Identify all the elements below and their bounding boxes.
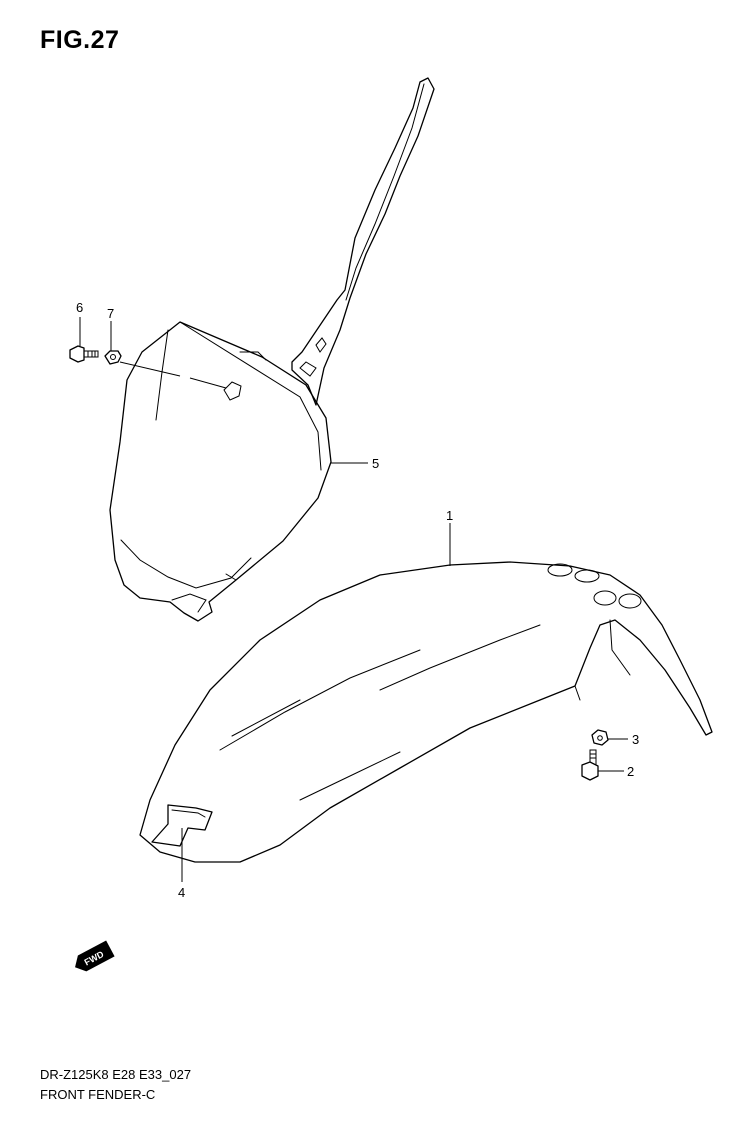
callout-5: 5 (372, 456, 379, 471)
figure-title: FIG.27 (40, 26, 120, 54)
figure-name: FRONT FENDER-C (40, 1087, 156, 1102)
callout-4: 4 (178, 885, 185, 900)
screw-part-6[interactable] (69, 345, 99, 363)
leader-7-hole (119, 361, 227, 389)
callout-2: 2 (627, 764, 634, 779)
callout-1: 1 (446, 508, 453, 523)
callout-6: 6 (76, 300, 83, 315)
front-fender-part-1[interactable] (139, 561, 713, 863)
figure-code: DR-Z125K8 E28 E33_027 (40, 1067, 192, 1082)
emblem-part-4[interactable] (151, 804, 213, 847)
callout-7: 7 (107, 306, 114, 321)
leader-lines (79, 317, 628, 882)
bolt-part-2[interactable] (581, 749, 599, 781)
spacer-part-7[interactable] (104, 350, 122, 365)
callout-3: 3 (632, 732, 639, 747)
number-plate-part-5[interactable] (109, 77, 435, 622)
fwd-arrow-icon: FWD (75, 940, 115, 972)
nut-part-3[interactable] (591, 729, 609, 746)
